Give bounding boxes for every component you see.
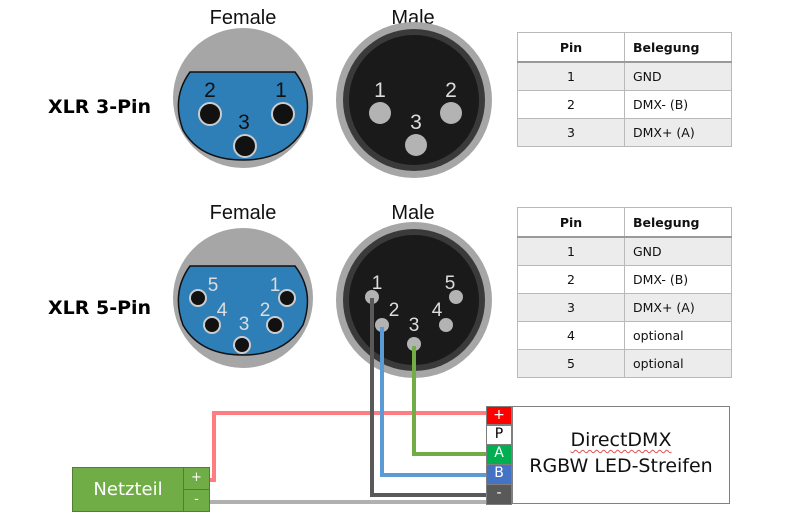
- terminal-negative: -: [486, 484, 512, 505]
- pin-label: 2: [389, 300, 400, 321]
- pin-hole: [189, 289, 207, 307]
- xlr3-male-connector: 1 2 3: [336, 22, 492, 178]
- pin-label: 5: [445, 273, 456, 294]
- power-supply: Netzteil: [72, 467, 184, 512]
- pin: [449, 290, 463, 304]
- pin: [365, 290, 379, 304]
- pin-label: 1: [270, 275, 281, 296]
- xlr3-label: XLR 3-Pin: [48, 96, 152, 118]
- cell-pin: 4: [517, 321, 625, 350]
- cell-pin: 3: [517, 293, 625, 322]
- pin-label: 4: [432, 300, 443, 321]
- column-header-belegung: Belegung: [624, 32, 732, 63]
- pin-label: 2: [204, 79, 216, 102]
- pin-hole: [271, 102, 295, 126]
- pin-hole: [233, 336, 251, 354]
- pin: [375, 318, 389, 332]
- device-description: RGBW LED-Streifen: [529, 455, 713, 477]
- pin-hole: [278, 289, 296, 307]
- terminal-p: P: [486, 425, 512, 445]
- pin-hole: [198, 102, 222, 126]
- cell-pin: 5: [517, 349, 625, 378]
- pin-label: 3: [409, 315, 420, 336]
- table-row: 5 optional: [517, 349, 732, 378]
- pin-label: 3: [238, 111, 250, 134]
- pin: [369, 102, 391, 124]
- cell-pin: 2: [517, 90, 625, 119]
- table-row: 3 DMX+ (A): [517, 118, 732, 147]
- cell-belegung: DMX- (B): [624, 265, 732, 294]
- cell-belegung: optional: [624, 349, 732, 378]
- pin-label: 2: [445, 79, 457, 102]
- pin-hole: [203, 316, 221, 334]
- column-header-belegung: Belegung: [624, 207, 732, 238]
- table-header-row: Pin Belegung: [517, 32, 732, 63]
- cell-belegung: optional: [624, 321, 732, 350]
- xlr3-female-connector: 2 1 3: [173, 28, 313, 168]
- pin-label: 3: [239, 314, 250, 335]
- wire-dmx-a: [412, 346, 487, 456]
- female-column-header-5pin: Female: [209, 202, 277, 224]
- psu-terminal-positive: +: [183, 467, 210, 490]
- table-row: 1 GND: [517, 61, 732, 91]
- column-header-pin: Pin: [517, 32, 625, 63]
- pin-label: 1: [374, 79, 386, 102]
- cell-belegung: DMX- (B): [624, 90, 732, 119]
- terminal-b: B: [486, 464, 512, 485]
- pin-label: 2: [260, 300, 271, 321]
- pin-hole: [233, 134, 257, 158]
- pin-label: 3: [410, 111, 422, 134]
- table-row: 3 DMX+ (A): [517, 293, 732, 322]
- table-row: 2 DMX- (B): [517, 90, 732, 119]
- cell-belegung: DMX+ (A): [624, 118, 732, 147]
- xlr5-label: XLR 5-Pin: [48, 297, 152, 319]
- directdmx-device: DirectDMX RGBW LED-Streifen: [512, 406, 730, 504]
- psu-terminal-negative: -: [183, 489, 210, 512]
- pin-hole: [266, 316, 284, 334]
- wire-positive: [210, 411, 487, 482]
- pin-label: 5: [208, 275, 219, 296]
- terminal-a: A: [486, 444, 512, 465]
- table-row: 2 DMX- (B): [517, 265, 732, 294]
- cell-pin: 1: [517, 61, 625, 91]
- xlr3-pin-table: Pin Belegung 1 GND 2 DMX- (B) 3 DMX+ (A): [517, 32, 732, 147]
- xlr5-female-connector: 5 4 3 2 1: [173, 228, 313, 368]
- xlr5-male-connector: 1 2 3 4 5: [336, 222, 492, 378]
- pin: [407, 337, 421, 351]
- column-header-pin: Pin: [517, 207, 625, 238]
- pin: [440, 102, 462, 124]
- pin-label: 4: [217, 300, 228, 321]
- cell-belegung: GND: [624, 61, 732, 91]
- male-column-header-5pin: Male: [391, 202, 435, 224]
- cell-pin: 2: [517, 265, 625, 294]
- table-header-row: Pin Belegung: [517, 207, 732, 238]
- wire-dmx-b: [380, 327, 487, 477]
- table-row: 1 GND: [517, 236, 732, 266]
- female-column-header: Female: [209, 7, 277, 29]
- cell-pin: 1: [517, 236, 625, 266]
- pin-label: 1: [275, 79, 287, 102]
- device-name: DirectDMX: [570, 429, 672, 451]
- xlr5-pin-table: Pin Belegung 1 GND 2 DMX- (B) 3 DMX+ (A)…: [517, 207, 732, 378]
- wire-gnd: [370, 298, 487, 497]
- terminal-positive: +: [486, 406, 512, 425]
- table-row: 4 optional: [517, 321, 732, 350]
- cell-belegung: DMX+ (A): [624, 293, 732, 322]
- pin-label: 1: [372, 273, 383, 294]
- pin: [405, 134, 427, 156]
- pin: [439, 318, 453, 332]
- cell-pin: 3: [517, 118, 625, 147]
- cell-belegung: GND: [624, 236, 732, 266]
